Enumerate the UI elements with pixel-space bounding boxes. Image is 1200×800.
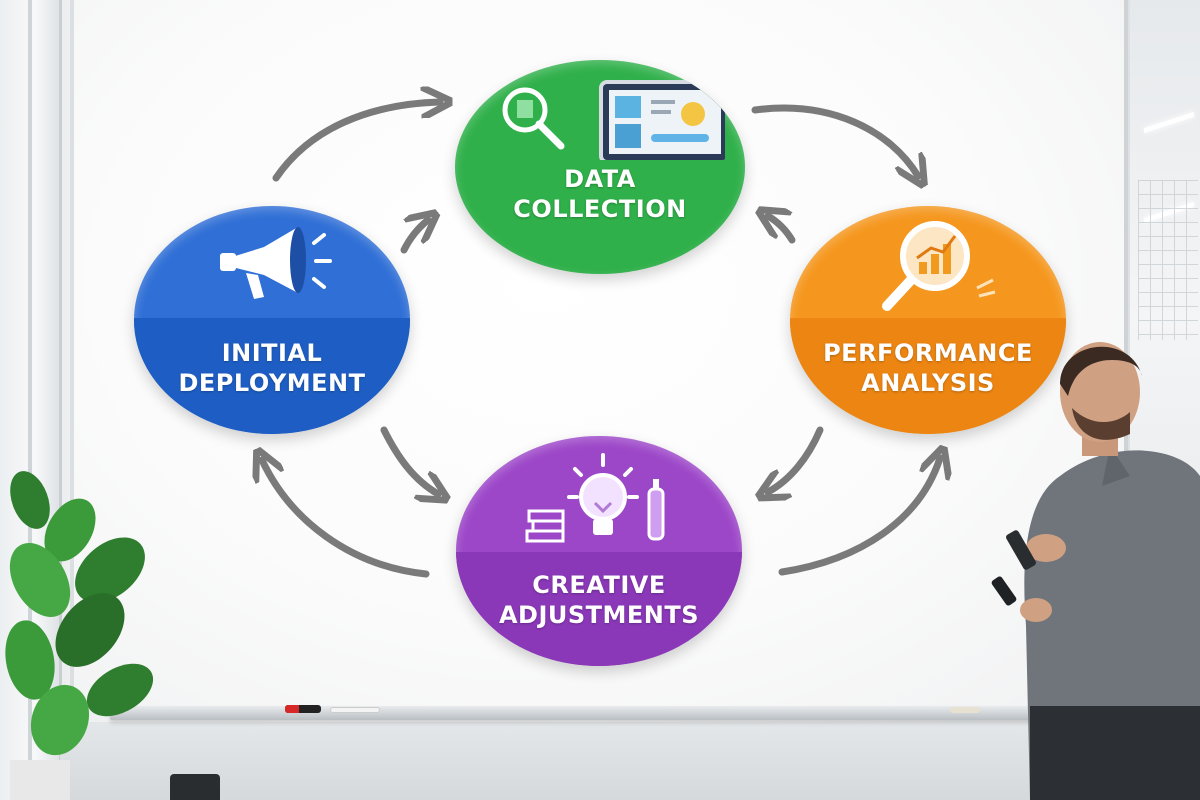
arrow-deploy-inner: [380, 426, 438, 494]
arrow-creative-to-perf: [778, 458, 940, 576]
node-data-collection: DATA COLLECTION: [455, 60, 745, 274]
node-label-line: COLLECTION: [513, 195, 687, 223]
arrow-deploy-to-data: [272, 102, 440, 182]
arrow-creative-to-deploy: [262, 460, 430, 578]
arrow-perf-to-creative: [768, 426, 824, 492]
eraser: [950, 707, 980, 713]
node-performance-analysis-label: PERFORMANCE ANALYSIS: [790, 338, 1066, 398]
node-band: [456, 552, 742, 666]
node-initial-deployment: INITIAL DEPLOYMENT: [134, 206, 410, 434]
node-creative-adjustments: CREATIVE ADJUSTMENTS: [456, 436, 742, 666]
node-creative-adjustments-label: CREATIVE ADJUSTMENTS: [456, 570, 742, 630]
megaphone-icon: [134, 206, 410, 322]
arrow-inner-from-data: [768, 216, 796, 244]
node-label-line: CREATIVE: [532, 571, 666, 599]
wall-lower: [60, 722, 1200, 800]
node-label-line: INITIAL: [221, 339, 323, 367]
trash-bin: [170, 774, 220, 800]
node-label-line: ANALYSIS: [861, 369, 995, 397]
magnifier-chart-icon: [790, 206, 1066, 322]
window-mullion: [28, 0, 32, 800]
node-label-line: PERFORMANCE: [823, 339, 1033, 367]
node-label-line: DEPLOYMENT: [178, 369, 366, 397]
node-band: [134, 318, 410, 434]
node-label-line: ADJUSTMENTS: [498, 601, 700, 629]
node-data-collection-label: DATA COLLECTION: [455, 164, 745, 224]
node-label-line: DATA: [564, 165, 636, 193]
presenter-person: [991, 342, 1200, 800]
arrow-data-to-perf: [751, 104, 918, 176]
node-band: [790, 318, 1066, 434]
lightbulb-icon: [456, 436, 742, 556]
arrow-inner-to-data: [400, 220, 428, 254]
white-marker: [330, 707, 380, 713]
node-initial-deployment-label: INITIAL DEPLOYMENT: [134, 338, 410, 398]
red-marker: [285, 705, 321, 713]
node-performance-analysis: PERFORMANCE ANALYSIS: [790, 206, 1066, 434]
potted-plant: [5, 471, 154, 800]
magnifier-and-dashboard-icon: [455, 60, 745, 164]
glass-partition: [1138, 180, 1198, 340]
